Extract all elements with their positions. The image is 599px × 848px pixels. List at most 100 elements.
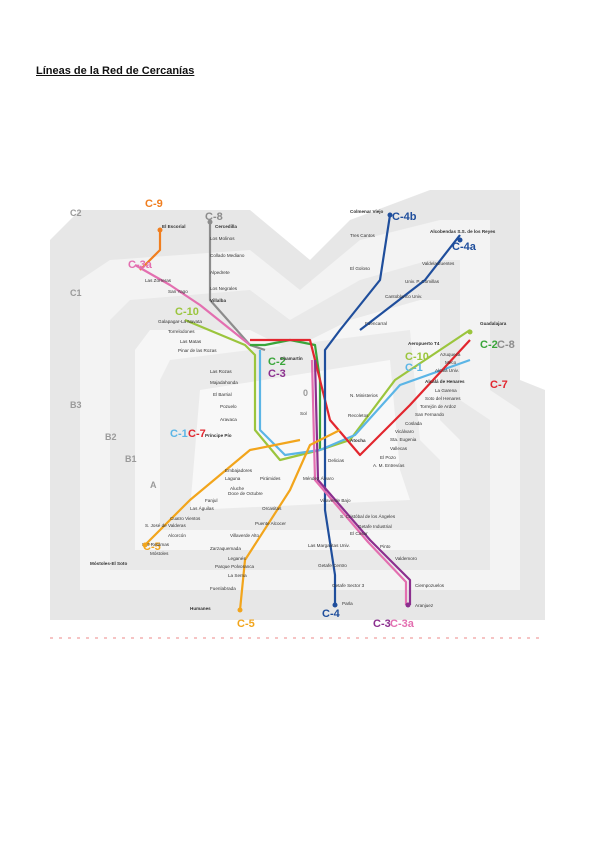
station-colmenar-viejo: Colmenar Viejo [350,209,384,214]
dot-colmenar [387,212,393,218]
badge-c2: C-2 [268,356,286,368]
station-getafe-centro: Getafe Centro [318,563,347,568]
station-las-margaritas: Las Margaritas Univ. [308,543,350,548]
station-azuqueca: Azuqueca [440,352,461,357]
line-c8-path [208,220,266,352]
station-el-goloso: El Goloso [350,266,370,271]
badge-c3-south: C-3 [373,618,391,630]
station-los-molinos: Los Molinos [210,236,235,241]
station-mostoles: Móstoles [150,551,169,556]
station-tres-cantos: Tres Cantos [350,233,376,238]
station-getafe-industrial: Getafe Industrial [358,524,392,529]
station-mendez-alvaro: Méndez Álvaro [303,475,334,481]
station-labels: Cercedilla Los Molinos Collado Mediano A… [90,209,507,611]
line-c3-path [313,359,412,605]
line-badges: C-9 C-8 C-3a C-10 C-2 C-3 C-1 C-7 C-4b C… [128,198,515,630]
badge-c7-east: C-7 [490,379,508,391]
badge-c3-chamartin: C-3 [268,368,286,380]
station-recoletos: Recoletos [348,413,369,418]
station-fuenlabrada: Fuenlabrada [210,586,236,591]
zone-label-0: 0 [303,388,308,398]
station-las-rozas: Las Rozas [210,369,232,374]
station-ciempozuelos: Ciempozuelos [415,583,445,588]
station-nuevos-ministerios: N. Ministerios [350,393,379,398]
station-parla: Parla [342,601,353,606]
station-cercedilla: Cercedilla [215,224,237,229]
station-embajadores: Embajadores [225,468,253,473]
station-alcorcon: Alcorcón [168,533,186,538]
rail-lines [134,214,471,611]
station-puente-alcocer: Puente Alcocer [255,521,286,526]
badge-c2-east: C-2 [480,339,498,351]
dot-humanes [237,607,243,613]
station-pinto: Pinto [380,544,391,549]
dot-aranjuez [405,602,411,608]
dot-c9-terminal [157,227,163,233]
station-san-fernando: San Fernando [415,412,445,417]
badge-c10-east: C-10 [405,351,429,363]
station-principe-pio: Príncipe Pío [205,433,232,438]
station-galapagar: Galapagar-La Navata [158,319,202,324]
badge-c1-east: C-1 [405,362,423,374]
station-aranjuez: Aranjuez [415,603,434,608]
badge-c4a: C-4a [452,241,477,253]
station-humanes: Humanes [190,606,211,611]
line-c7-path [250,338,471,457]
line-c5-path [238,429,341,611]
station-alpedrete: Alpedrete [210,270,230,275]
station-alcala: Alcalá de Henares [425,379,465,384]
station-doce-octubre: Doce de Octubre [228,491,263,496]
station-asamblea: A. M. Entrevías [373,463,405,468]
station-majadahonda: Majadahonda [210,380,238,385]
station-torrelodones: Torrelodones [168,329,195,334]
station-la-serna: La Serna [228,573,247,578]
station-san-cristobal: S. Cristóbal de los Ángeles [340,513,396,519]
station-fuencarral: Fuencarral [365,321,387,326]
station-fanjul: Fanjul [205,498,218,503]
terminus-dots [142,212,473,613]
badge-c3a-north: C-3a [128,259,153,271]
line-c3a-south-path [310,359,408,605]
line-c5-west-path [144,438,301,546]
station-pozuelo: Pozuelo [220,404,237,409]
dot-mostoles [142,542,148,548]
station-zarzaquemada: Zarzaquemada [210,546,241,551]
station-leganes: Leganés [228,556,246,561]
station-collado-mediano: Collado Mediano [210,253,245,258]
zone-label-c2: C2 [70,208,82,218]
station-el-barrial: El Barrial [213,392,232,397]
station-las-aguilas: Las Águilas [190,505,214,511]
dot-alcobendas [457,237,463,243]
zone-labels: C2 C1 B3 B2 B1 A 0 [70,208,308,490]
station-la-garena: La Garena [435,388,457,393]
station-el-escorial: El Escorial [162,224,186,229]
station-las-retamas: Las Retamas [142,542,170,547]
dot-guadalajara [467,329,473,335]
station-delicias: Delicias [328,458,345,463]
station-sta-eugenia: Sta. Eugenia [390,437,417,442]
station-alcala-univ: Alcalá Univ. [435,368,459,373]
station-el-pozo: El Pozo [380,455,396,460]
station-sol: Sol [300,411,307,416]
badge-c7-pio: C-7 [188,428,206,440]
badge-c3a-south: C-3a [390,618,415,630]
cercanias-network-map: C2 C1 B3 B2 B1 A 0 C-9 C-8 C-3a C-10 C-2… [50,190,545,639]
station-torrejon: Torrejón de Ardoz [420,404,457,409]
station-aravaca: Aravaca [220,417,237,422]
badge-c1-pio: C-1 [170,428,188,440]
station-valdelasfuentes: Valdelasfuentes [422,261,455,266]
zone-a-band [190,360,410,510]
line-c2-path [250,338,322,450]
page-title: Líneas de la Red de Cercanías [36,65,195,77]
station-laguna: Laguna [225,476,241,481]
station-el-casar: El Casar [350,531,368,536]
station-villalba: Villalba [210,298,226,303]
line-c9-path [139,230,162,271]
station-mostoles-soto: Móstoles-El Soto [90,561,127,566]
dot-cercedilla [207,219,213,225]
station-chamartin: Chamartín [280,356,303,361]
line-c3a-path [134,264,251,346]
station-villaverde-alto: Villaverde Alto [230,533,259,538]
station-vicalvaro: Vicálvaro [395,429,414,434]
station-valdemoro: Valdemoro [395,556,417,561]
